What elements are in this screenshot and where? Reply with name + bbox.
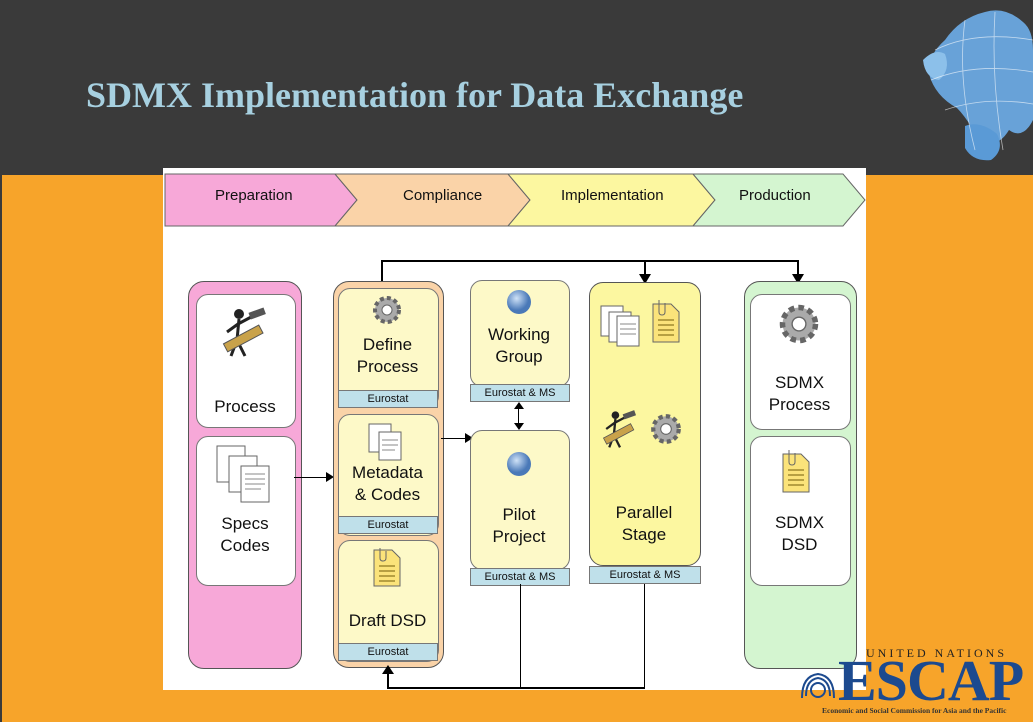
- process-card: [196, 294, 296, 428]
- phase-label-production: Production: [739, 187, 811, 204]
- specs-codes-label: Specs Codes: [220, 514, 270, 555]
- phase-label-preparation: Preparation: [215, 187, 293, 204]
- left-border: [0, 175, 2, 722]
- metadata-codes-tag: Eurostat: [338, 516, 438, 534]
- working-group-tag: Eurostat & MS: [470, 384, 570, 402]
- globe-icon: [507, 452, 531, 476]
- connector-to-parallel: [644, 260, 646, 280]
- phase-chevron-bar: [164, 173, 866, 227]
- define-process-label: Define Process: [356, 335, 419, 376]
- arrow-prep-to-compliance: [294, 477, 328, 478]
- working-group-label: Working Group: [487, 325, 551, 366]
- metadata-codes-label: Metadata & Codes: [352, 463, 423, 504]
- chevron-production: [691, 173, 866, 227]
- slide-header: [0, 0, 1033, 175]
- pilot-project-tag: Eurostat & MS: [470, 568, 570, 586]
- top-connector: [381, 260, 799, 262]
- bottom-connector: [387, 687, 645, 689]
- arrow-compliance-to-pilot: [441, 438, 467, 439]
- worker-hammer-icon: [222, 307, 266, 357]
- worker-hammer-icon: [602, 410, 637, 448]
- bottom-connector-pilot: [520, 584, 521, 688]
- gear-icon: [651, 414, 681, 444]
- gear-icon: [373, 296, 401, 324]
- define-process-tag: Eurostat: [338, 390, 438, 408]
- logo-full-name: Economic and Social Commission for Asia …: [822, 706, 1007, 715]
- arrow-right-icon: [465, 433, 473, 443]
- draft-dsd-tag: Eurostat: [338, 643, 438, 661]
- pilot-project-label: Pilot Project: [492, 505, 546, 546]
- arrow-down-icon: [514, 423, 524, 430]
- arrow-down-icon: [792, 274, 804, 284]
- logo-org-line: UNITED NATIONS: [866, 646, 1007, 660]
- arrow-right-icon: [326, 472, 334, 482]
- phase-label-compliance: Compliance: [403, 187, 483, 204]
- asia-pacific-map-icon: [923, 10, 1033, 161]
- arrow-up-icon: [514, 402, 524, 409]
- arrow-down-icon: [639, 274, 651, 284]
- phase-label-implementation: Implementation: [561, 187, 664, 204]
- documents-icon: [600, 305, 640, 347]
- logo-wordmark: ESCAP: [838, 648, 1024, 713]
- parallel-stage-label: Parallel Stage: [615, 503, 673, 544]
- connector-to-production: [797, 260, 799, 280]
- process-diagram: Preparation Compliance Implementation Pr…: [163, 168, 866, 690]
- globe-icon: [507, 290, 531, 314]
- draft-dsd-label: Draft DSD: [348, 611, 427, 630]
- connector-to-compliance: [381, 260, 383, 286]
- sdmx-process-label: SDMX Process: [768, 373, 831, 414]
- document-icon: [782, 450, 810, 493]
- gear-icon: [779, 304, 819, 344]
- document-icon: [373, 548, 401, 587]
- un-emblem-icon: [801, 672, 835, 699]
- slide-title: SDMX Implementation for Data Exchange: [86, 75, 744, 115]
- arrow-up-icon: [382, 665, 394, 674]
- documents-icon: [216, 445, 270, 503]
- parallel-stage-tag: Eurostat & MS: [589, 566, 701, 584]
- bottom-connector-up: [387, 672, 389, 688]
- document-icon: [652, 300, 680, 343]
- sdmx-dsd-label: SDMX DSD: [774, 513, 825, 554]
- process-label: Process: [214, 397, 276, 416]
- documents-icon: [368, 423, 402, 461]
- arrow-wg-pilot: [518, 407, 519, 425]
- bottom-connector-parallel: [644, 584, 645, 688]
